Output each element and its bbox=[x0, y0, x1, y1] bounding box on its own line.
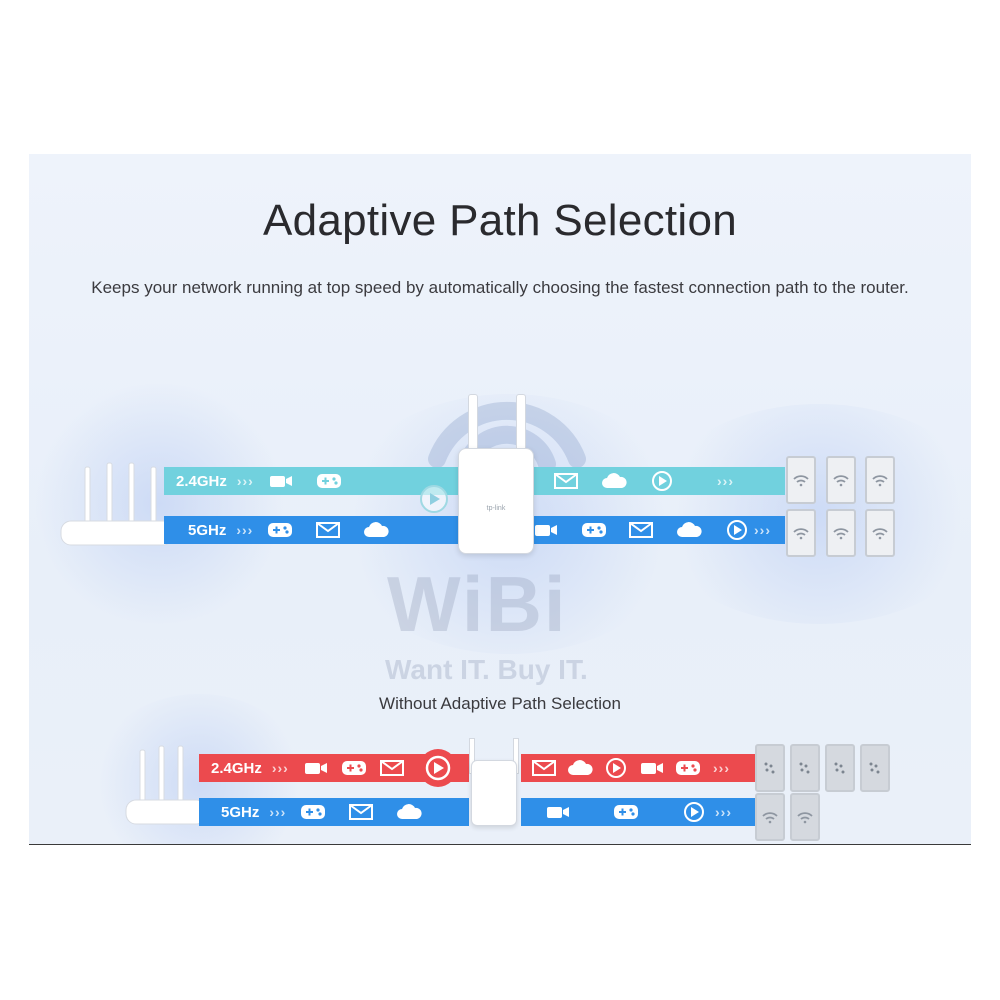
router-icon bbox=[60, 462, 174, 546]
gamepad-icon bbox=[581, 520, 607, 540]
band-5ghz-bottom-right: ››› bbox=[521, 798, 755, 826]
range-extender: tp-link bbox=[458, 394, 534, 554]
play-icon bbox=[419, 749, 457, 787]
phone-device-slow bbox=[825, 744, 855, 792]
watermark-tagline: Want IT. Buy IT. bbox=[385, 654, 588, 685]
cloud-icon bbox=[567, 758, 593, 778]
band-24ghz-congested-right: ››› bbox=[521, 754, 755, 782]
phone-device-slow bbox=[860, 744, 890, 792]
band-label: 2.4GHz bbox=[211, 759, 262, 777]
phone-device bbox=[755, 793, 785, 841]
mail-icon bbox=[348, 802, 374, 822]
feature-panel: Adaptive Path Selection Keeps your netwo… bbox=[29, 154, 971, 845]
band-label: 5GHz bbox=[221, 803, 260, 821]
page-subtitle: Keeps your network running at top speed … bbox=[91, 278, 909, 297]
band-5ghz-right: ››› bbox=[521, 516, 785, 544]
play-icon bbox=[681, 802, 707, 822]
play-icon bbox=[603, 758, 629, 778]
arrows-icon: ››› bbox=[271, 760, 289, 776]
play-icon bbox=[649, 471, 675, 491]
range-extender bbox=[469, 738, 519, 826]
arrows-icon: ››› bbox=[236, 522, 254, 538]
play-switch-icon bbox=[420, 485, 448, 513]
mail-icon bbox=[629, 520, 655, 540]
band-24ghz-right: ››› bbox=[527, 467, 785, 495]
camera-icon bbox=[268, 471, 294, 491]
phone-device bbox=[786, 456, 816, 504]
band-24ghz-left: 2.4GHz ››› bbox=[164, 467, 464, 495]
arrows-icon: ››› bbox=[754, 522, 772, 538]
cloud-icon bbox=[396, 802, 422, 822]
mail-icon bbox=[379, 758, 405, 778]
band-5ghz-left: 5GHz ››› bbox=[164, 516, 464, 544]
arrows-icon: ››› bbox=[713, 760, 730, 776]
arrows-icon: ››› bbox=[715, 804, 732, 820]
gamepad-icon bbox=[613, 802, 639, 822]
arrows-icon: ››› bbox=[717, 473, 734, 489]
cloud-icon bbox=[676, 520, 702, 540]
router-icon bbox=[125, 745, 207, 825]
extender-brand: tp-link bbox=[486, 505, 506, 512]
phone-device bbox=[865, 456, 895, 504]
play-icon bbox=[724, 520, 750, 540]
cloud-icon bbox=[601, 471, 627, 491]
mail-icon bbox=[315, 520, 341, 540]
phone-device bbox=[826, 456, 856, 504]
camera-icon bbox=[303, 758, 329, 778]
gamepad-icon bbox=[316, 471, 342, 491]
phone-device-slow bbox=[790, 744, 820, 792]
watermark-logo: WiBi bbox=[387, 560, 568, 648]
background-glow bbox=[29, 384, 289, 624]
band-5ghz-bottom-left: 5GHz ››› bbox=[199, 798, 469, 826]
mail-icon bbox=[531, 758, 557, 778]
phone-device bbox=[865, 509, 895, 557]
camera-icon bbox=[545, 802, 571, 822]
camera-icon bbox=[639, 758, 665, 778]
camera-icon bbox=[533, 520, 559, 540]
page-title: Adaptive Path Selection bbox=[262, 196, 738, 245]
band-label: 5GHz bbox=[188, 521, 227, 539]
gamepad-icon bbox=[675, 758, 701, 778]
phone-device bbox=[790, 793, 820, 841]
phone-device bbox=[786, 509, 816, 557]
gamepad-icon bbox=[300, 802, 326, 822]
cloud-icon bbox=[363, 520, 389, 540]
arrows-icon: ››› bbox=[269, 804, 287, 820]
band-label: 2.4GHz bbox=[176, 472, 227, 490]
phone-device-slow bbox=[755, 744, 785, 792]
gamepad-icon bbox=[267, 520, 293, 540]
gamepad-icon bbox=[341, 758, 367, 778]
arrows-icon: ››› bbox=[236, 473, 254, 489]
mail-icon bbox=[553, 471, 579, 491]
phone-device bbox=[826, 509, 856, 557]
section-heading-without: Without Adaptive Path Selection bbox=[379, 694, 621, 713]
